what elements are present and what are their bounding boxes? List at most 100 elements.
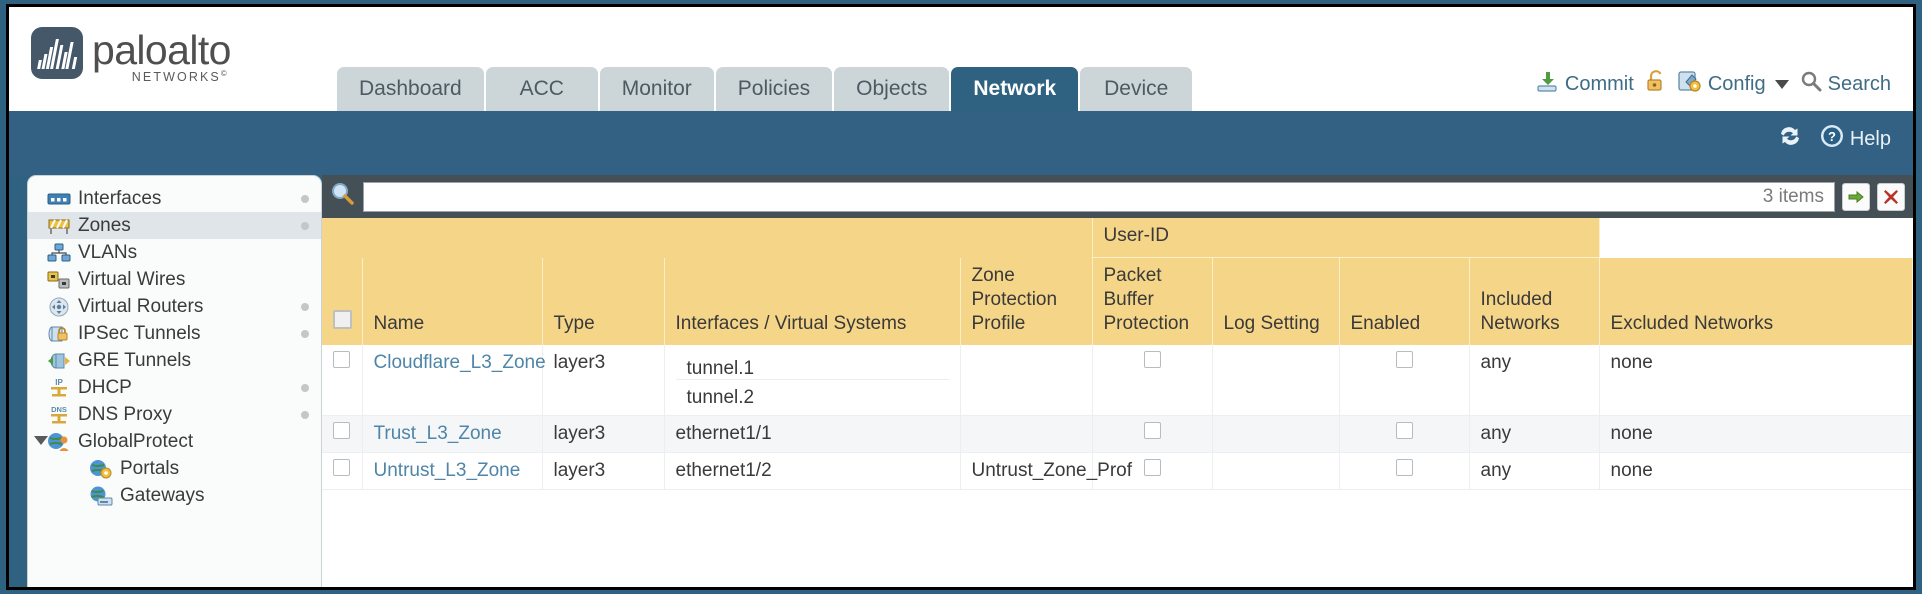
column-header-enabled[interactable]: Enabled	[1339, 257, 1470, 345]
sidebar-item-label: IPSec Tunnels	[78, 322, 201, 344]
portals-icon	[88, 459, 113, 479]
column-header-interfaces[interactable]: Interfaces / Virtual Systems	[664, 257, 961, 345]
column-header-log-setting[interactable]: Log Setting	[1212, 257, 1340, 345]
packet-buffer-protection-checkbox[interactable]	[1143, 459, 1161, 476]
column-header-packet-buffer-protection[interactable]: Packet Buffer Protection	[1092, 257, 1213, 345]
header-actions: Commit	[1535, 69, 1891, 99]
table-row[interactable]: Cloudflare_L3_Zone layer3 tunnel.1 tunne…	[322, 345, 1913, 416]
config-button[interactable]: Config	[1678, 69, 1789, 99]
select-all-checkbox[interactable]	[333, 310, 352, 329]
search-input[interactable]	[374, 185, 1755, 208]
tab-monitor[interactable]: Monitor	[599, 67, 714, 111]
cell-userid-enabled[interactable]	[1339, 452, 1470, 490]
help-button[interactable]: ? Help	[1819, 123, 1891, 155]
packet-buffer-protection-checkbox[interactable]	[1143, 422, 1161, 439]
row-select-cell[interactable]	[322, 415, 363, 453]
sidebar-item-globalprotect[interactable]: GlobalProtect	[28, 428, 321, 455]
search-label: Search	[1827, 73, 1891, 95]
cell-included-networks: any	[1469, 452, 1600, 490]
cell-packet-buffer-protection[interactable]	[1092, 345, 1213, 416]
interface-entry: tunnel.2	[686, 387, 755, 408]
column-header-name[interactable]: Name	[362, 257, 543, 345]
tab-network[interactable]: Network	[951, 67, 1079, 111]
cell-zone-protection-profile: Untrust_Zone_Prof	[960, 452, 1132, 490]
sidebar-item-virtual-wires[interactable]: Virtual Wires	[28, 266, 321, 293]
search-icon[interactable]	[330, 181, 356, 212]
userid-enabled-checkbox[interactable]	[1395, 351, 1413, 368]
main-nav-tabs[interactable]: Dashboard ACC Monitor Policies Objects N…	[337, 67, 1193, 111]
cell-name[interactable]: Cloudflare_L3_Zone	[362, 345, 546, 416]
packet-buffer-protection-checkbox[interactable]	[1143, 351, 1161, 368]
zone-name-link[interactable]: Untrust_L3_Zone	[373, 460, 521, 481]
zone-name-link[interactable]: Cloudflare_L3_Zone	[373, 352, 546, 373]
table-row[interactable]: Trust_L3_Zone layer3 ethernet1/1	[322, 415, 1913, 453]
userid-enabled-checkbox[interactable]	[1395, 422, 1413, 439]
filter-bar: 3 items	[322, 175, 1913, 218]
search-button[interactable]: Search	[1800, 70, 1891, 98]
cell-name[interactable]: Trust_L3_Zone	[362, 415, 543, 453]
cell-userid-enabled[interactable]	[1339, 415, 1470, 453]
userid-enabled-checkbox[interactable]	[1395, 459, 1413, 476]
cell-userid-enabled[interactable]	[1339, 345, 1470, 416]
commit-button[interactable]: Commit	[1535, 69, 1634, 99]
column-header-zone-protection-profile[interactable]: Zone Protection Profile	[960, 257, 1093, 345]
sidebar-item-gateways[interactable]: Gateways	[28, 482, 321, 509]
table-row[interactable]: Untrust_L3_Zone layer3 ethernet1/2 Untru…	[322, 452, 1913, 490]
search-icon	[1800, 70, 1822, 98]
sidebar-item-ipsec-tunnels[interactable]: IPSec Tunnels	[28, 320, 321, 347]
zone-name-link[interactable]: Trust_L3_Zone	[373, 423, 502, 444]
sidebar-item-vlans[interactable]: VLANs	[28, 239, 321, 266]
column-header-included-networks[interactable]: Included Networks	[1469, 257, 1600, 345]
row-select-cell[interactable]	[322, 452, 363, 490]
tab-policies[interactable]: Policies	[715, 67, 833, 111]
cell-log-setting	[1212, 452, 1340, 490]
brand-tagline: NETWORKS©	[131, 69, 229, 85]
cell-packet-buffer-protection[interactable]	[1092, 452, 1213, 490]
gre-tunnels-icon	[46, 351, 71, 371]
tab-acc[interactable]: ACC	[485, 67, 598, 111]
row-select-cell[interactable]	[322, 345, 363, 416]
search-field-wrapper[interactable]: 3 items	[363, 181, 1835, 212]
sidebar-item-virtual-routers[interactable]: Virtual Routers	[28, 293, 321, 320]
sidebar-item-interfaces[interactable]: Interfaces	[28, 185, 321, 212]
sidebar-item-gre-tunnels[interactable]: GRE Tunnels	[28, 347, 321, 374]
row-checkbox[interactable]	[333, 459, 351, 476]
paloalto-logo: paloalto NETWORKS©	[31, 27, 231, 84]
clear-filter-button[interactable]	[1877, 182, 1905, 211]
dhcp-icon: IP	[46, 378, 71, 398]
tree-collapse-caret-icon[interactable]	[34, 436, 48, 445]
row-checkbox[interactable]	[333, 351, 351, 368]
application-window: paloalto NETWORKS© Dashboard ACC Monitor…	[6, 4, 1916, 590]
sidebar-item-label: Interfaces	[78, 187, 162, 209]
help-icon: ?	[1819, 123, 1845, 155]
cell-type: layer3	[542, 415, 665, 453]
lock-button[interactable]	[1645, 69, 1667, 99]
sidebar-item-zones[interactable]: Zones	[28, 212, 321, 239]
svg-text:DNS: DNS	[51, 405, 67, 414]
arrow-right-icon	[1848, 190, 1864, 203]
table-group-header-row: User-ID	[322, 218, 1913, 258]
chevron-down-icon[interactable]	[1774, 79, 1789, 89]
sidebar-item-label: GlobalProtect	[78, 430, 194, 452]
sidebar-item-dhcp[interactable]: IP DHCP	[28, 374, 321, 401]
cell-excluded-networks: none	[1599, 345, 1913, 416]
sidebar-item-portals[interactable]: Portals	[28, 455, 321, 482]
tab-device[interactable]: Device	[1080, 67, 1193, 111]
select-all-header[interactable]	[322, 257, 363, 345]
zones-table-container[interactable]: User-ID Name Type Interfaces / Virtual S…	[322, 218, 1913, 587]
column-header-excluded-networks[interactable]: Excluded Networks	[1599, 257, 1913, 345]
main-content-panel: 3 items	[322, 175, 1913, 587]
interfaces-icon	[46, 189, 71, 209]
cell-packet-buffer-protection[interactable]	[1092, 415, 1213, 453]
cell-name[interactable]: Untrust_L3_Zone	[362, 452, 543, 490]
refresh-icon[interactable]	[1777, 124, 1803, 154]
column-header-type[interactable]: Type	[542, 257, 665, 345]
tab-dashboard[interactable]: Dashboard	[337, 67, 484, 111]
tab-objects[interactable]: Objects	[834, 67, 950, 111]
sidebar-item-dns-proxy[interactable]: DNS DNS Proxy	[28, 401, 321, 428]
row-checkbox[interactable]	[333, 422, 351, 439]
svg-text:?: ?	[1828, 129, 1836, 144]
sidebar-item-label: Virtual Routers	[78, 295, 204, 317]
group-header-spacer	[322, 218, 1093, 258]
apply-filter-button[interactable]	[1842, 182, 1870, 211]
